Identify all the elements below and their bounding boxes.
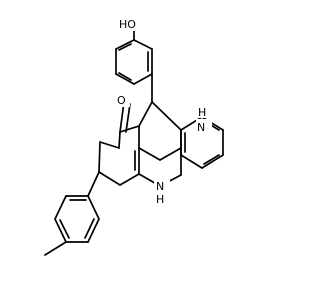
structure-canvas: HO O N H N H xyxy=(44,17,224,256)
amine-bottom-label: N xyxy=(156,180,164,193)
tolyl-ring xyxy=(44,171,100,256)
hydroxyphenyl-ring xyxy=(115,39,153,85)
methyl-bond xyxy=(44,241,67,256)
central-ring-system xyxy=(98,101,182,187)
chemical-structure-drawing: HO O N H N H xyxy=(44,17,224,256)
ketone-oxygen-label: O xyxy=(117,94,126,107)
atom-labels: HO O N H N H xyxy=(114,17,212,206)
amine-top-label: N xyxy=(197,121,205,134)
amine-top-hydrogen-label: H xyxy=(198,106,206,119)
amine-bottom-hydrogen-label: H xyxy=(156,193,164,206)
hydroxyl-label: HO xyxy=(119,18,136,31)
